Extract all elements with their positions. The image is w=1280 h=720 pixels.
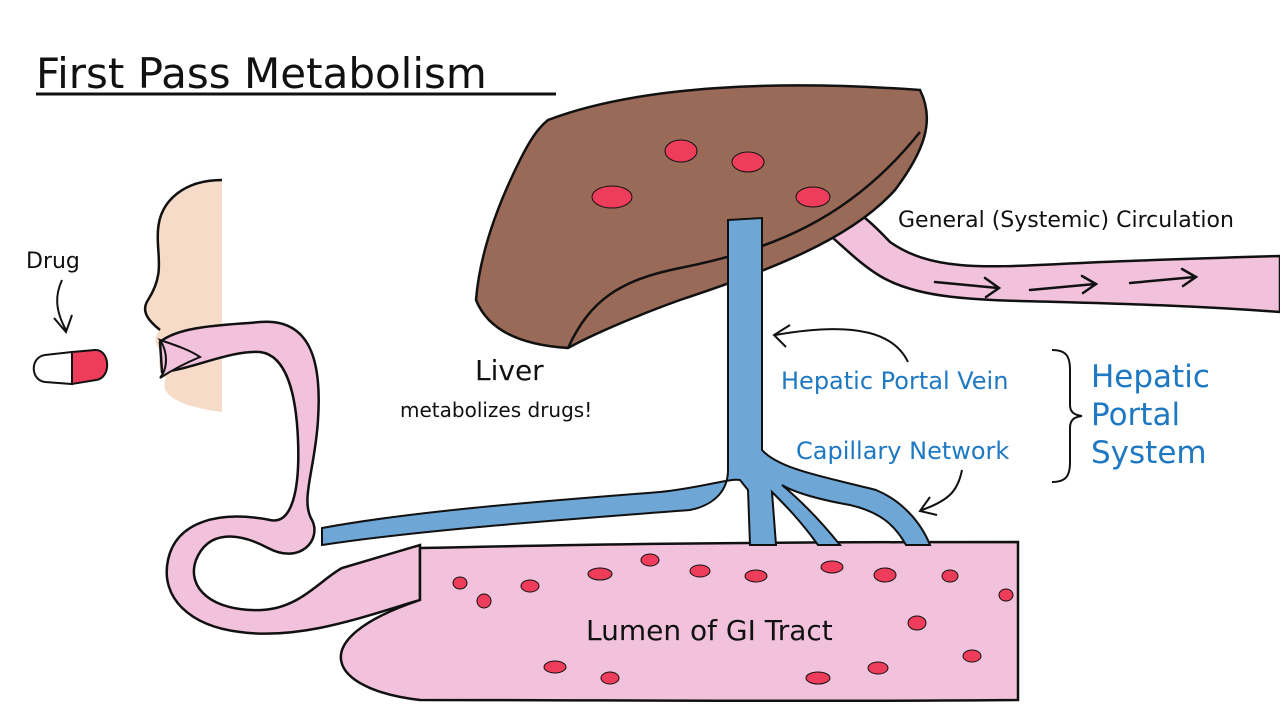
drug-capsule	[32, 348, 109, 386]
drug-particle	[873, 567, 897, 583]
drug-particle	[587, 567, 613, 581]
drug-particle	[689, 564, 711, 578]
drug-particle	[452, 576, 468, 590]
capillary-network-label: Capillary Network	[796, 437, 1009, 465]
liver-label: Liver	[475, 354, 544, 387]
page-title: First Pass Metabolism	[36, 49, 487, 98]
drug-particle	[867, 661, 889, 675]
drug-particle	[476, 593, 492, 609]
drug-particle	[962, 649, 982, 663]
capsule-white-half	[32, 350, 73, 386]
drug-particle	[600, 671, 620, 685]
drug-label: Drug	[26, 249, 80, 274]
portal-vein-trunk	[321, 216, 932, 547]
portal-vein-pointer-arrow-icon	[772, 324, 909, 363]
flow-arrow-icon	[1128, 267, 1199, 288]
drug-particle	[591, 185, 633, 209]
flow-arrow-icon	[1028, 274, 1099, 295]
drug-particle	[640, 553, 660, 567]
capsule-red-half	[71, 348, 109, 386]
hepatic-portal-vein-tree	[321, 216, 932, 547]
drug-particle	[543, 660, 567, 674]
intestine-lumen	[339, 540, 1020, 703]
drug-particle	[664, 139, 698, 163]
liver-lobe-line	[566, 131, 921, 349]
drug-particle	[907, 615, 927, 631]
portal-vein-label: Hepatic Portal Vein	[781, 367, 1008, 395]
lumen-label: Lumen of GI Tract	[586, 614, 833, 647]
drug-particle	[941, 569, 959, 583]
circulation-label: General (Systemic) Circulation	[898, 208, 1234, 233]
flow-arrows	[933, 267, 1199, 299]
drug-particle	[795, 186, 831, 208]
face-outline	[143, 178, 223, 331]
drug-particle	[805, 671, 831, 685]
drug-particles-lumen	[452, 553, 1014, 685]
drug-particle	[731, 151, 765, 173]
hepatic-system-line3: System	[1091, 435, 1207, 471]
flow-arrow-icon	[933, 276, 1002, 299]
drug-particle	[998, 588, 1014, 602]
capillary-pointer-arrow-icon	[918, 469, 963, 516]
drug-particle	[744, 569, 768, 583]
liver-note: metabolizes drugs!	[400, 398, 592, 422]
hepatic-system-brace	[1051, 349, 1083, 483]
face-profile	[145, 180, 222, 412]
drug-arrow-icon	[53, 279, 73, 334]
liver	[474, 84, 929, 350]
systemic-vessel	[798, 194, 1280, 314]
hepatic-system-line1: Hepatic	[1091, 359, 1210, 395]
drug-particle	[520, 579, 540, 593]
drug-particle	[820, 560, 844, 574]
drug-particles-liver	[591, 139, 831, 209]
mouth-lips	[157, 338, 203, 379]
hepatic-system-line2: Portal	[1091, 397, 1180, 433]
